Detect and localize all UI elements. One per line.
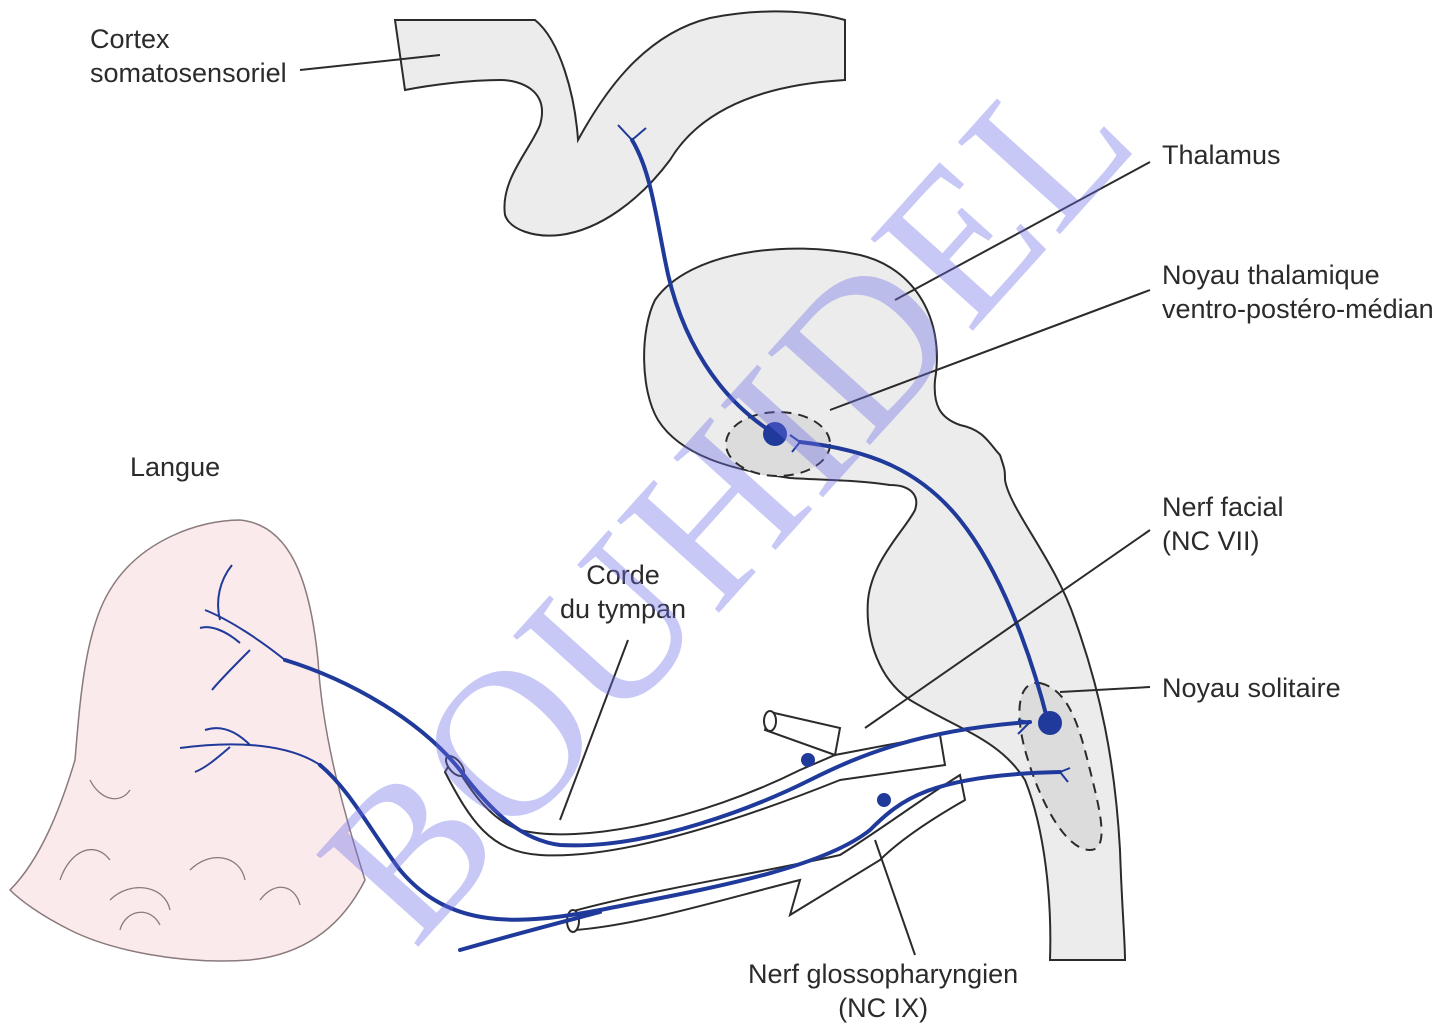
cortex-label-line2: somatosensoriel: [90, 56, 287, 90]
facial-nerve-cut-end: [764, 711, 776, 731]
chorda-tympani-label-line2: du tympan: [560, 592, 686, 626]
thalamus-label: Thalamus: [1162, 138, 1281, 172]
cortex-shape: [395, 11, 845, 235]
glossopharyngeal-label-line1: Nerf glossopharyngien: [748, 957, 1018, 991]
geniculate-ganglion-neuron: [801, 753, 815, 767]
chorda-tympani-label-line1: Corde: [560, 558, 686, 592]
vpm-neuron: [763, 422, 787, 446]
petrosal-ganglion-neuron: [877, 793, 891, 807]
glossopharyngeal-label-line2: (NC IX): [748, 991, 1018, 1025]
glossopharyngeal-label: Nerf glossopharyngien (NC IX): [748, 957, 1018, 1025]
solitary-nucleus-label: Noyau solitaire: [1162, 671, 1341, 705]
tongue-shape: [10, 520, 365, 961]
cortex-label: Cortex somatosensoriel: [90, 22, 287, 90]
vpm-label-line2: ventro-postéro-médian: [1162, 292, 1434, 326]
facial-nerve-label-line2: (NC VII): [1162, 524, 1284, 558]
facial-nerve-label-line1: Nerf facial: [1162, 490, 1284, 524]
chorda-tympani-label: Corde du tympan: [560, 558, 686, 626]
facial-nerve-label: Nerf facial (NC VII): [1162, 490, 1284, 558]
cortex-label-line1: Cortex: [90, 22, 287, 56]
vpm-label-line1: Noyau thalamique: [1162, 258, 1434, 292]
tongue-label: Langue: [130, 450, 220, 484]
solitary-neuron: [1038, 711, 1062, 735]
vpm-label: Noyau thalamique ventro-postéro-médian: [1162, 258, 1434, 326]
